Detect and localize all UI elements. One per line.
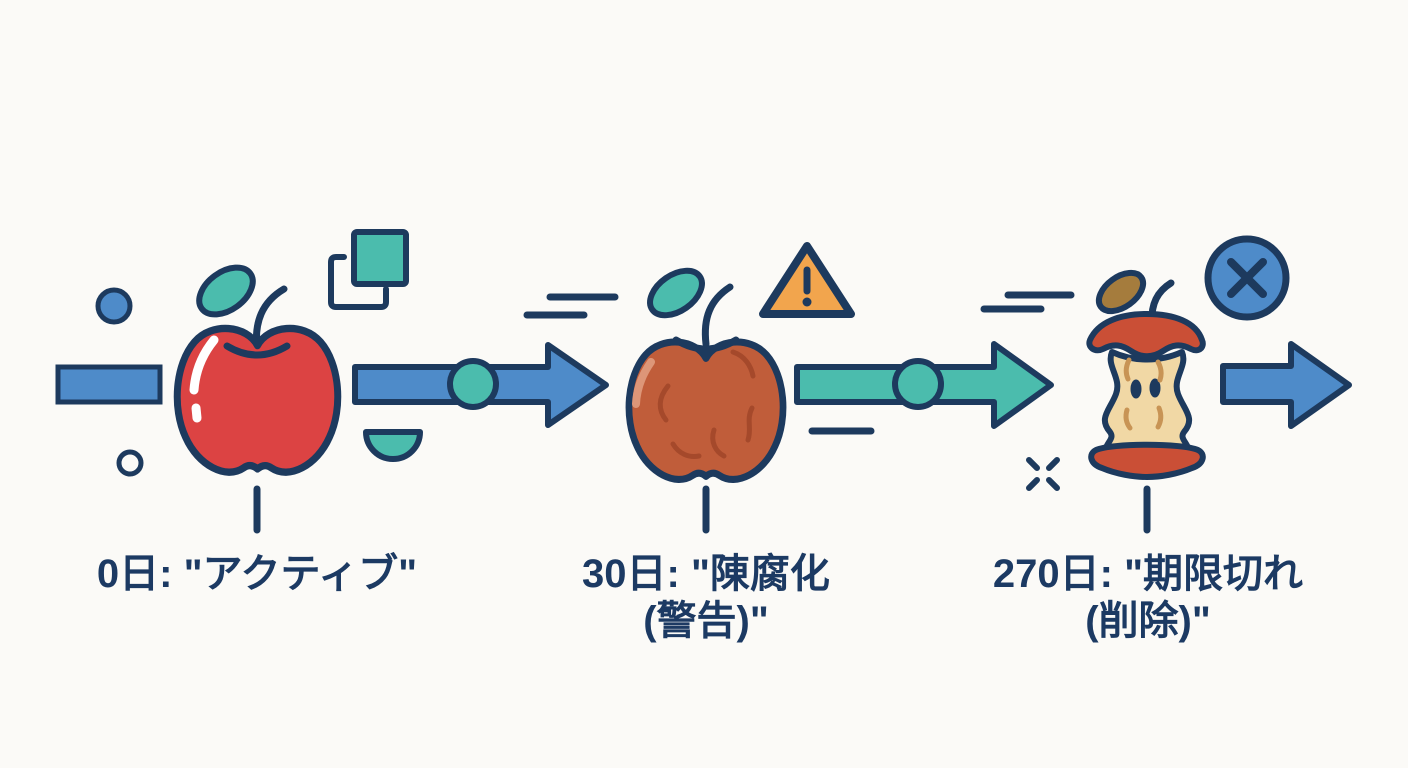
leaf-icon — [196, 264, 256, 318]
copy-squares-icon — [328, 229, 409, 310]
stage-label-line1: 270日: "期限切れ — [992, 552, 1304, 596]
core-body — [1102, 349, 1192, 459]
stage-label-line2: (警告)" — [643, 599, 769, 643]
semicircle-decoration — [363, 429, 423, 462]
timeline-node-1 — [447, 358, 499, 410]
speed-lines-left-of-expired — [980, 291, 1075, 313]
timeline-arrow-2 — [794, 341, 1054, 429]
core-bottom-cap — [1088, 441, 1206, 480]
wrinkle-lines — [657, 349, 756, 459]
delete-x-circle-icon — [1204, 235, 1290, 321]
sparkle-icon — [1026, 457, 1060, 491]
stage-label-line2: (削除)" — [1085, 599, 1211, 643]
rotten-apple-icon — [629, 267, 783, 480]
core-top-cap — [1086, 311, 1206, 360]
apple-stem — [701, 283, 734, 348]
fresh-apple-icon — [177, 264, 338, 472]
timeline-arrow-start — [55, 364, 163, 405]
apple-highlight — [189, 335, 219, 395]
core-texture-dashes — [1123, 357, 1164, 431]
ring-decoration — [116, 449, 144, 477]
core-seeds — [1130, 378, 1161, 399]
stage-label-line1: 30日: "陳腐化 — [582, 552, 830, 596]
dot-decoration — [95, 287, 133, 325]
stage-label-line1: 0日: "アクティブ" — [96, 552, 418, 596]
apple-core-icon — [1086, 269, 1206, 480]
stage-label-stale: 30日: "陳腐化 (警告)" — [506, 551, 906, 645]
warning-triangle-icon — [759, 242, 855, 318]
apple-highlight — [632, 358, 655, 408]
timeline-arrow-1 — [352, 342, 609, 428]
withered-leaf-icon — [1095, 269, 1147, 315]
speed-lines-left-of-stale — [523, 293, 619, 319]
timeline-node-2 — [892, 358, 944, 410]
label-ticks — [253, 485, 1151, 534]
stage-label-active: 0日: "アクティブ" — [37, 551, 477, 598]
leaf-icon — [647, 267, 705, 319]
stage-label-expired: 270日: "期限切れ (削除)" — [946, 551, 1350, 645]
timeline-arrow-end — [1220, 341, 1352, 429]
